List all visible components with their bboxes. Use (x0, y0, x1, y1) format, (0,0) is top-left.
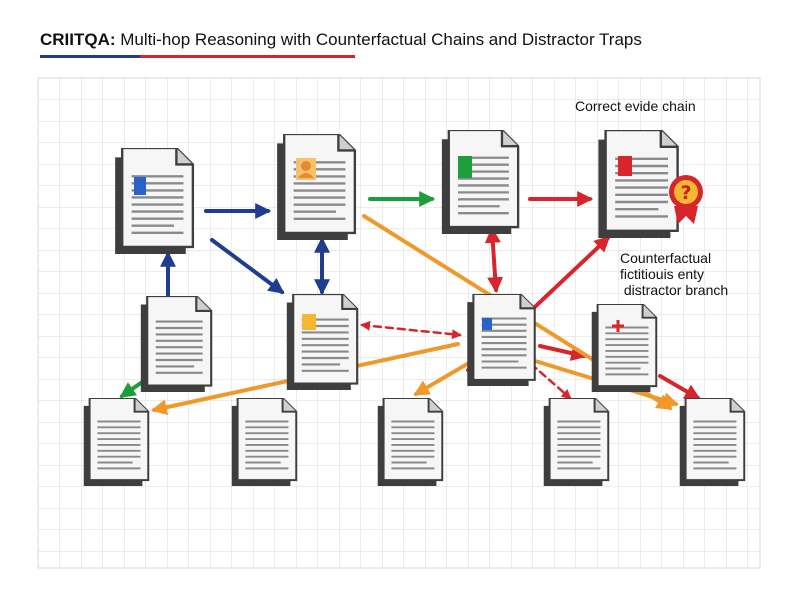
document-node-8 (590, 304, 658, 392)
title-text: Multi-hop Reasoning with Counterfactual … (115, 30, 642, 49)
counterfactual-label-line2: fictitiouis enty (620, 266, 705, 282)
plus-mark-icon (612, 320, 624, 332)
red-tag-icon (618, 156, 632, 176)
document-icon (466, 294, 536, 386)
document-node-3 (440, 130, 520, 234)
arrow-orange-doc7-doc11 (413, 358, 476, 396)
title-prefix: CRIITQA: (40, 30, 116, 49)
document-node-10 (230, 398, 298, 486)
document-icon (440, 130, 520, 234)
diagram-title: CRIITQA: Multi-hop Reasoning with Counte… (40, 30, 642, 50)
counterfactual-label: Counterfactual fictitiouis enty distract… (620, 250, 728, 298)
document-icon (285, 294, 359, 390)
document-icon (590, 304, 658, 392)
document-icon (542, 398, 610, 486)
question-badge-icon: ? (669, 175, 703, 224)
counterfactual-label-line3: distractor branch (620, 282, 729, 298)
document-icon (376, 398, 444, 486)
document-node-9 (82, 398, 150, 486)
document-node-13 (678, 398, 746, 486)
document-node-4: ? (597, 130, 703, 238)
document-node-5 (139, 296, 213, 392)
document-icon (113, 148, 195, 254)
green-tag-icon (458, 156, 472, 178)
document-node-6 (285, 294, 359, 390)
document-icon (275, 134, 357, 240)
arrow-red-doc3-doc7 (484, 226, 504, 294)
arrow-blue-doc1-doc6 (210, 238, 285, 294)
document-icon (230, 398, 298, 486)
document-node-1 (113, 148, 195, 254)
arrow-red-dashed-doc6-doc7 (360, 320, 462, 340)
document-icon (82, 398, 150, 486)
title-underline (40, 55, 355, 58)
document-node-12 (542, 398, 610, 486)
arrow-red-doc8-doc13 (658, 374, 701, 400)
document-icon (597, 130, 679, 238)
yellow-tag-icon (302, 314, 316, 330)
arrow-red-doc7-doc8 (538, 344, 588, 361)
document-icon (139, 296, 213, 392)
counterfactual-label-line1: Counterfactual (620, 250, 712, 266)
blue-tag-icon (482, 318, 492, 330)
document-node-2 (275, 134, 357, 240)
svg-text:?: ? (680, 182, 691, 204)
arrow-red-dashed-doc7-doc12 (520, 354, 572, 400)
document-node-11 (376, 398, 444, 486)
document-icon (678, 398, 746, 486)
blue-tag-icon (134, 177, 146, 195)
document-node-7 (466, 294, 536, 386)
correct-chain-label: Correct evide chain (575, 98, 696, 114)
